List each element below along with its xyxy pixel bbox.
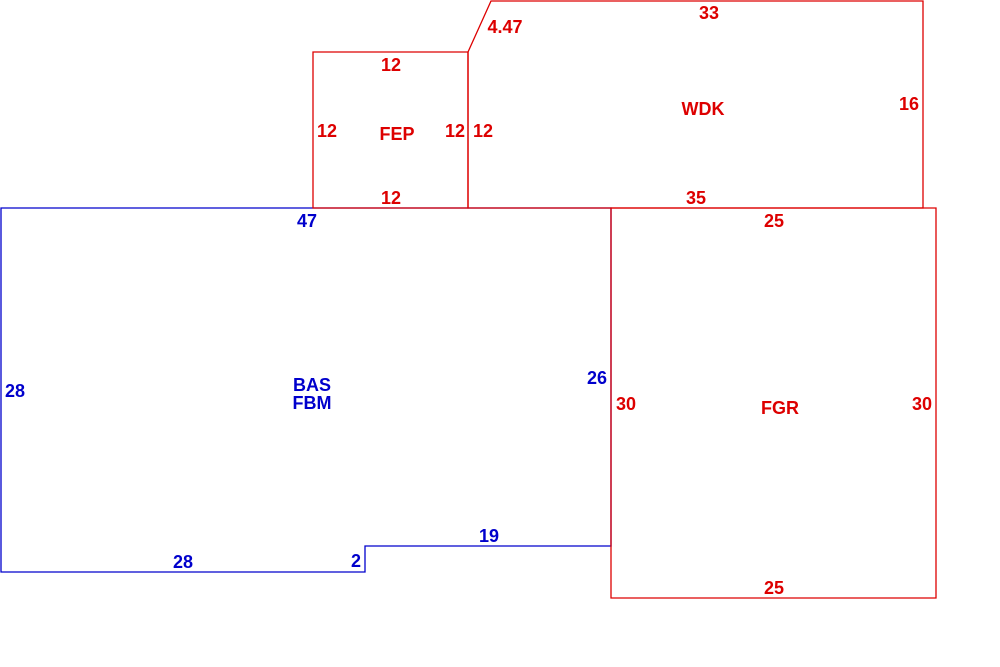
main-dim-right: 26 bbox=[587, 368, 607, 388]
deck-dim-angle: 4.47 bbox=[487, 17, 522, 37]
garage-area: FGR 25 30 30 25 bbox=[610, 207, 937, 599]
garage-dim-right: 30 bbox=[912, 394, 932, 414]
garage-dim-left: 30 bbox=[616, 394, 636, 414]
deck-area-code: WDK bbox=[682, 99, 725, 119]
garage-area-outline bbox=[610, 207, 937, 599]
porch-dim-right: 12 bbox=[445, 121, 465, 141]
deck-area: WDK 4.47 33 12 16 35 bbox=[467, 0, 924, 209]
main-dim-top: 47 bbox=[297, 211, 317, 231]
main-dim-bottom-left: 28 bbox=[173, 552, 193, 572]
deck-dim-right: 16 bbox=[899, 94, 919, 114]
garage-dim-top: 25 bbox=[764, 211, 784, 231]
main-area-code-fbm: FBM bbox=[293, 393, 332, 413]
porch-dim-left: 12 bbox=[317, 121, 337, 141]
deck-dim-bottom: 35 bbox=[686, 188, 706, 208]
porch-area-code: FEP bbox=[379, 124, 414, 144]
porch-dim-bottom: 12 bbox=[381, 188, 401, 208]
main-area-code-bas: BAS bbox=[293, 375, 331, 395]
garage-area-code: FGR bbox=[761, 398, 799, 418]
main-dim-left: 28 bbox=[5, 381, 25, 401]
garage-dim-bottom: 25 bbox=[764, 578, 784, 598]
main-area: BAS FBM 47 28 26 28 2 19 bbox=[0, 207, 612, 573]
porch-area: FEP 12 12 12 12 bbox=[312, 51, 469, 209]
main-dim-bottom-right: 19 bbox=[479, 526, 499, 546]
deck-area-outline bbox=[467, 0, 924, 209]
deck-dim-left: 12 bbox=[473, 121, 493, 141]
porch-dim-top: 12 bbox=[381, 55, 401, 75]
deck-dim-top: 33 bbox=[699, 3, 719, 23]
main-dim-step: 2 bbox=[351, 551, 361, 571]
